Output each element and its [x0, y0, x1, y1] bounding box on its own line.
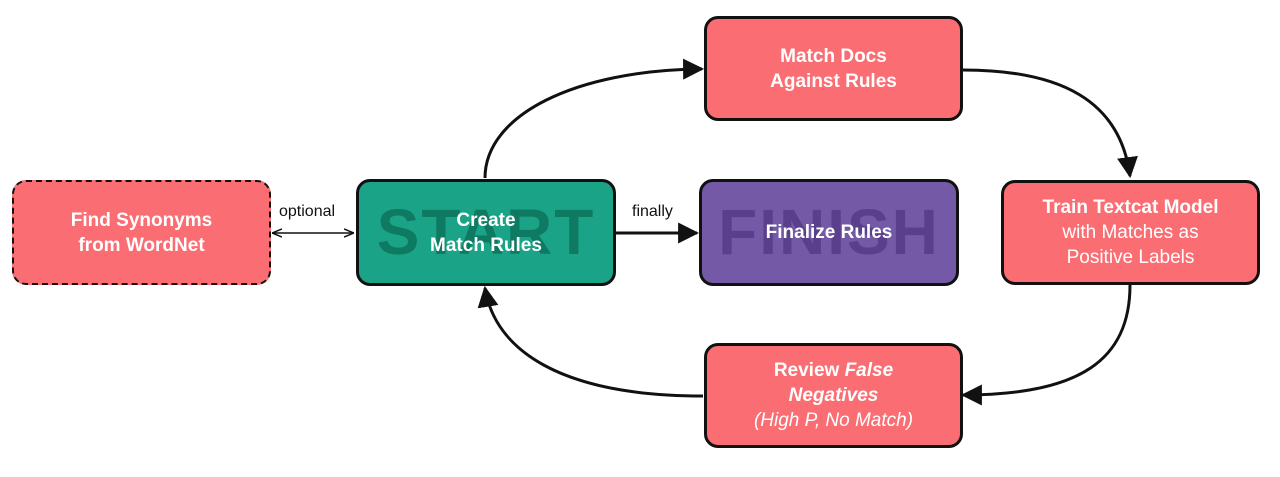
arrow-match-to-train — [962, 68, 1138, 179]
node-train-line3: Positive Labels — [1066, 247, 1195, 268]
arrow-train-to-review — [960, 284, 1132, 406]
node-finalize-rules: FINISH Finalize Rules — [699, 179, 959, 286]
node-review-line2: Negatives — [788, 385, 879, 406]
node-train-line2: with Matches as — [1062, 222, 1199, 243]
node-create-line1: Create — [456, 209, 516, 231]
node-finalize-line1: Finalize Rules — [765, 222, 893, 243]
node-find-synonyms-line2: from WordNet — [78, 234, 205, 256]
node-review-false-negatives: Review False Negatives (High P, No Match… — [704, 343, 963, 448]
start-watermark: START — [376, 196, 596, 268]
node-match-docs: Match Docs Against Rules — [704, 16, 963, 121]
edge-label-finally: finally — [632, 203, 673, 220]
node-train-textcat: Train Textcat Model with Matches as Posi… — [1001, 180, 1260, 285]
edge-label-optional: optional — [279, 203, 336, 220]
node-review-line1-prefix: Review — [773, 360, 845, 381]
node-create-match-rules: START Create Match Rules — [356, 179, 616, 286]
node-find-synonyms-line1: Find Synonyms — [70, 209, 213, 231]
node-review-line3: (High P, No Match) — [753, 410, 914, 431]
arrow-review-to-create — [477, 285, 704, 398]
node-train-line1: Train Textcat Model — [1042, 197, 1219, 218]
arrow-create-to-match — [483, 58, 705, 179]
node-review-line1: Review False — [774, 358, 893, 383]
node-create-line2: Match Rules — [430, 234, 542, 256]
node-match-docs-line2: Against Rules — [770, 70, 897, 92]
node-review-line1-em: False — [844, 360, 894, 381]
node-find-synonyms: Find Synonyms from WordNet — [12, 180, 271, 285]
finish-watermark: FINISH — [718, 196, 940, 268]
node-match-docs-line1: Match Docs — [780, 45, 887, 67]
